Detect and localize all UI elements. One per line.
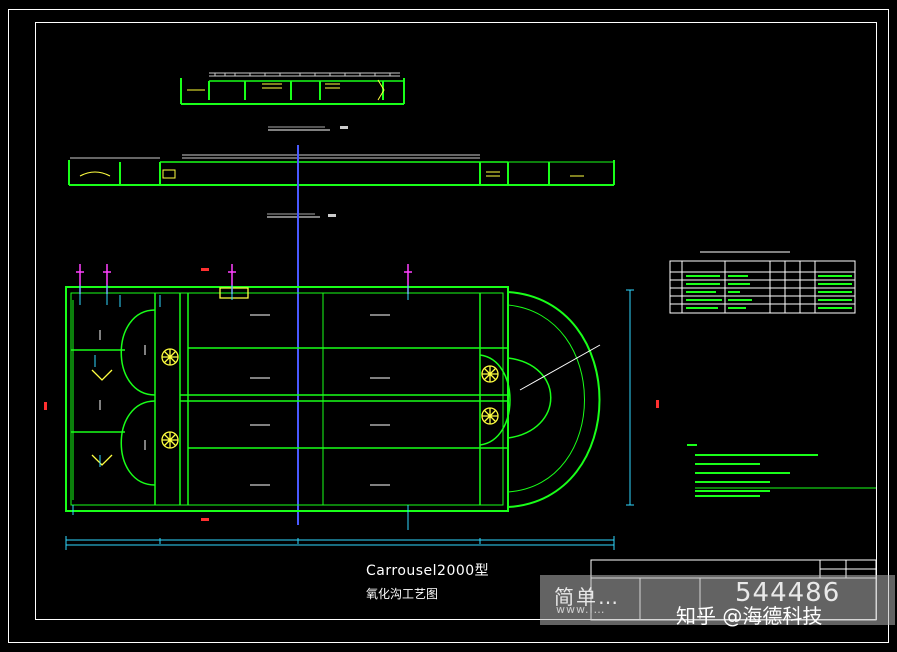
watermark-url: www.i…: [556, 603, 606, 616]
legend-table-fill: [686, 275, 852, 309]
inner-border: [35, 22, 877, 620]
aerator-group: [91, 287, 499, 466]
aerator-left-top: [161, 348, 179, 366]
section-view-1-rail: [209, 72, 400, 77]
section-view-1-label: [268, 126, 348, 131]
section-cut-marks: [44, 268, 659, 521]
plan-channels: [71, 293, 552, 505]
plan-partitions: [72, 293, 324, 505]
aerator-right-top: [481, 365, 499, 383]
watermark-text-cn: 简单…: [554, 585, 620, 609]
outer-border: [8, 9, 889, 643]
aerator-left-bottom: [161, 431, 179, 449]
drawing-title: Carrousel2000型: [366, 563, 490, 579]
watermark-band: [540, 575, 895, 625]
section-view-2-details: [79, 169, 584, 179]
section-view-1: [180, 78, 405, 105]
section-view-2: [68, 160, 615, 186]
watermark-zhihu: 知乎 @海德科技: [676, 604, 823, 628]
plan-outline: [65, 286, 601, 512]
aerator-right-bottom: [481, 407, 499, 425]
watermark-number: 544486: [735, 578, 841, 608]
pipe-markers: [76, 264, 412, 294]
drawing-subtitle: 氧化沟工艺图: [366, 587, 439, 601]
section-view-1-equipment: [262, 79, 385, 101]
section-view-2-rail: [70, 154, 480, 159]
plan-flow-arrows: [99, 314, 601, 486]
plan-dimension-lines: [65, 289, 634, 550]
dimension-marks: [72, 285, 409, 530]
notes-block: [687, 444, 876, 497]
legend-table: [669, 251, 856, 314]
section-view-2-label: [267, 213, 336, 218]
